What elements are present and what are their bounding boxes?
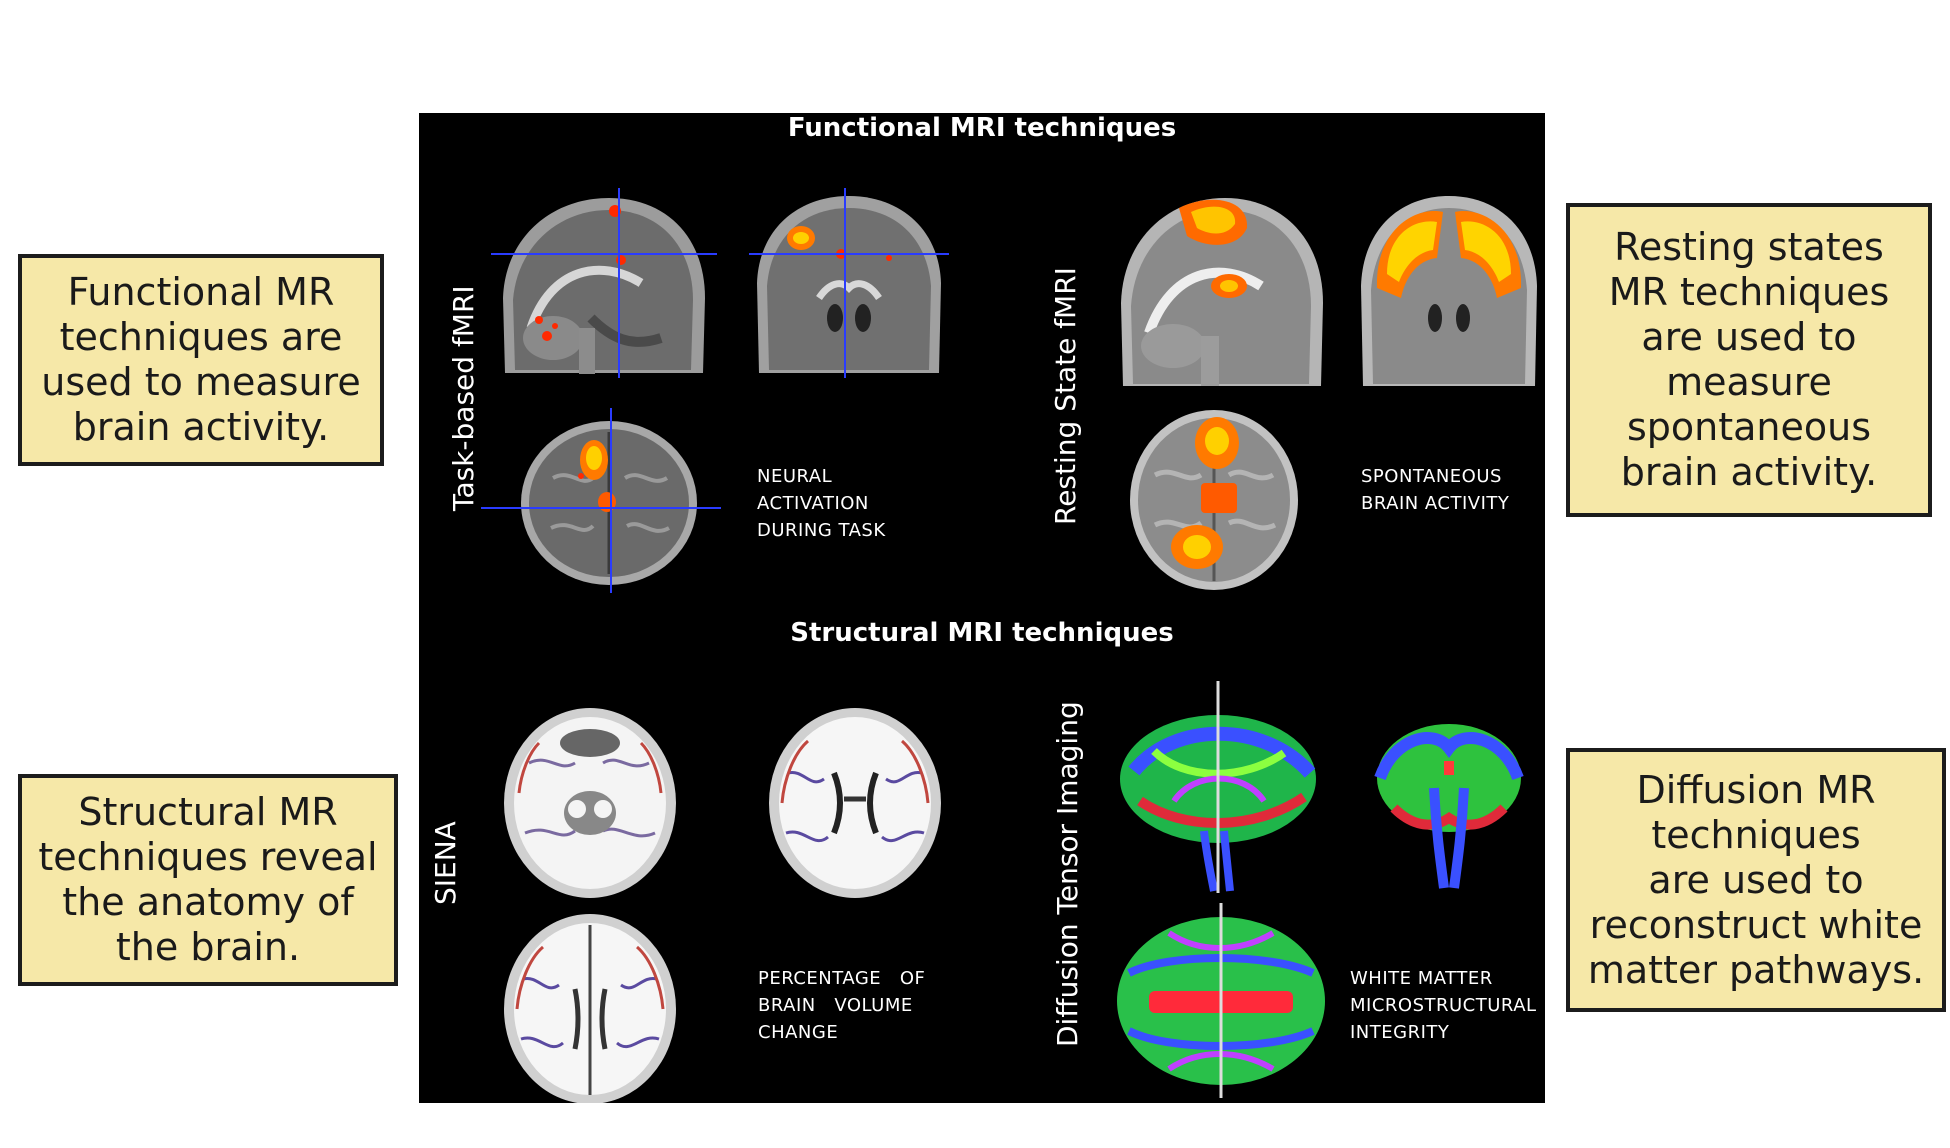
callout-diffusion-text: Diffusion MR techniques are used to reco…	[1587, 767, 1925, 992]
callout-structural-text: Structural MR techniques reveal the anat…	[38, 790, 378, 969]
siena-axial-scan-2	[764, 703, 946, 903]
resting-sagittal-scan	[1109, 188, 1335, 388]
mri-figure-panel: Functional MRI techniques Structural MRI…	[419, 113, 1545, 1103]
label-dti: Diffusion Tensor Imaging	[1051, 701, 1084, 1047]
callout-resting-text: Resting states MR techniques are used to…	[1608, 225, 1890, 494]
resting-axial-scan	[1125, 405, 1303, 595]
siena-axial-scan-3	[499, 909, 681, 1103]
functional-section-title: Functional MRI techniques	[787, 113, 1177, 143]
callout-functional-text: Functional MR techniques are used to mea…	[41, 270, 361, 449]
siena-axial-scan-1	[499, 703, 681, 903]
structural-section-title: Structural MRI techniques	[790, 618, 1174, 648]
task-axial-scan	[481, 408, 721, 593]
callout-diffusion: Diffusion MR techniques are used to reco…	[1566, 748, 1946, 1012]
callout-functional: Functional MR techniques are used to mea…	[18, 254, 384, 466]
callout-structural: Structural MR techniques reveal the anat…	[18, 774, 398, 986]
caption-dti: WHITE MATTER MICROSTRUCTURAL INTEGRITY	[1350, 968, 1537, 1043]
label-resting-fmri: Resting State fMRI	[1049, 267, 1082, 525]
dti-axial-tractography	[1109, 903, 1331, 1098]
dti-coronal-tractography	[1374, 718, 1524, 893]
caption-siena: PERCENTAGE OF BRAIN VOLUME CHANGE	[758, 968, 926, 1043]
label-task-fmri: Task-based fMRI	[447, 285, 480, 511]
task-sagittal-scan	[491, 188, 717, 378]
task-coronal-scan	[749, 188, 949, 378]
label-siena: SIENA	[429, 821, 462, 905]
caption-task: NEURAL ACTIVATION DURING TASK	[757, 466, 886, 541]
dti-sagittal-tractography	[1114, 681, 1326, 893]
callout-resting: Resting states MR techniques are used to…	[1566, 203, 1932, 517]
resting-coronal-scan	[1357, 188, 1541, 388]
caption-resting: SPONTANEOUS BRAIN ACTIVITY	[1361, 466, 1510, 514]
